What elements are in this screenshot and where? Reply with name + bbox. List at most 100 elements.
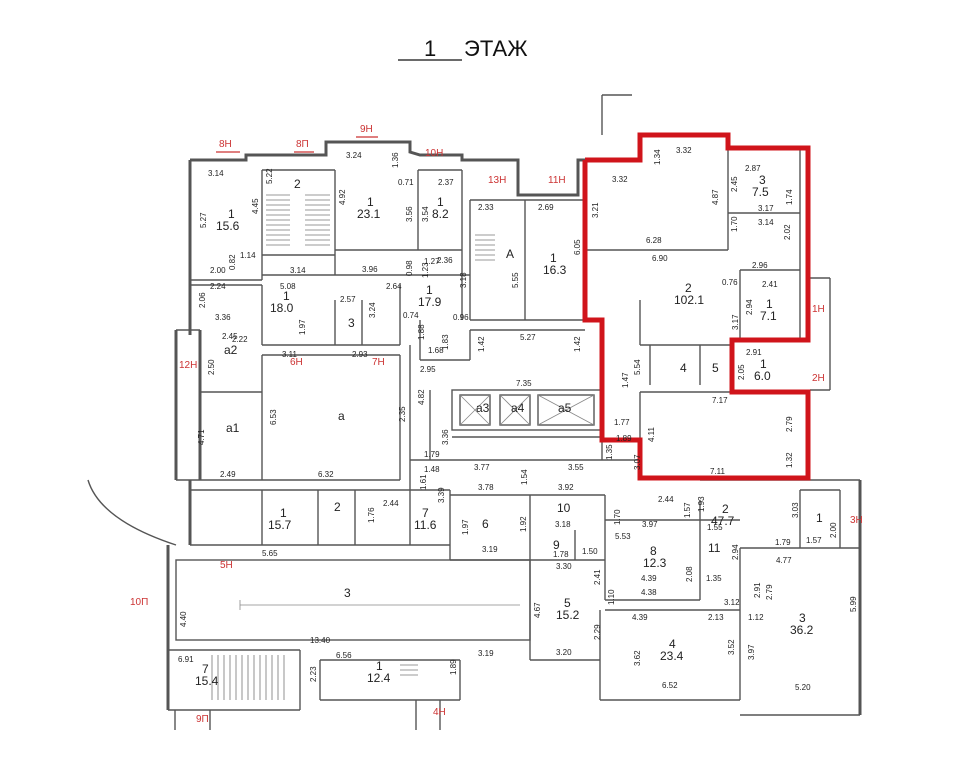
dimension: 4.71 xyxy=(197,429,206,445)
room-number: 1 xyxy=(760,357,767,371)
room-area: 15.6 xyxy=(216,219,240,233)
dimension: 2.37 xyxy=(438,178,454,187)
dimension: 4.39 xyxy=(632,613,648,622)
dimension: 3.30 xyxy=(556,562,572,571)
dimension: 5.54 xyxy=(633,359,642,375)
dimension: 1.42 xyxy=(573,336,582,352)
room-number: 5 xyxy=(564,596,571,610)
room-number: 2 xyxy=(722,502,729,516)
room-number: 4 xyxy=(680,361,687,375)
dimension: 4.40 xyxy=(179,611,188,627)
dimension: 1.89 xyxy=(449,659,458,675)
room-number: 3 xyxy=(759,173,766,187)
dimension: 3.21 xyxy=(591,202,600,218)
stairs xyxy=(211,194,495,700)
dimension: 1.61 xyxy=(419,474,428,490)
dimension: 4.67 xyxy=(533,602,542,618)
dimension: 2.96 xyxy=(752,261,768,270)
elevators xyxy=(459,394,595,426)
dimension: 3.78 xyxy=(478,483,494,492)
dimension: 3.36 xyxy=(215,313,231,322)
room-labels: 1 15.6 2 1 23.1 1 8.2 A 1 16.3 1 18.0 3 … xyxy=(195,173,823,688)
room-area: 18.0 xyxy=(270,301,294,315)
dimension: 1.74 xyxy=(785,189,794,205)
dimension: 6.28 xyxy=(646,236,662,245)
dimension: 6.05 xyxy=(573,239,582,255)
room-number: 5 xyxy=(712,361,719,375)
dimension: 1.14 xyxy=(240,251,256,260)
room-number: 1 xyxy=(367,195,374,209)
tag-4n: 4Н xyxy=(433,707,446,718)
dimension: 1.34 xyxy=(653,149,662,165)
dimension: 1.57 xyxy=(806,536,822,545)
room-area: 102.1 xyxy=(674,293,704,307)
dimension: 3.52 xyxy=(727,639,736,655)
dimension: 2.94 xyxy=(745,299,754,315)
dimension: 2.22 xyxy=(232,335,248,344)
dimension: 2.45 xyxy=(730,176,739,192)
room-number: a1 xyxy=(226,421,240,435)
dimension: 6.53 xyxy=(269,409,278,425)
tag-10n: 10Н xyxy=(425,148,443,159)
highlighted-premise-outline xyxy=(582,132,811,481)
room-area: 15.4 xyxy=(195,674,219,688)
room-number: 2 xyxy=(685,281,692,295)
dimension: 3.96 xyxy=(362,265,378,274)
tag-2n: 2Н xyxy=(812,373,825,384)
dimension: 2.87 xyxy=(745,164,761,173)
dimension: 1.76 xyxy=(367,507,376,523)
dimension: 2.08 xyxy=(685,566,694,582)
dimension: 2.33 xyxy=(478,203,494,212)
dimension: 1.70 xyxy=(730,216,739,232)
tag-12n: 12Н xyxy=(179,360,197,371)
room-area: 15.2 xyxy=(556,608,580,622)
room-number: 1 xyxy=(550,251,557,265)
dimension: 1.35 xyxy=(605,444,614,460)
dimension: 3.97 xyxy=(747,644,756,660)
tag-13n: 13Н xyxy=(488,175,506,186)
dimension: 1.50 xyxy=(582,547,598,556)
dimension: 5.27 xyxy=(199,212,208,228)
dimension: 0.74 xyxy=(403,311,419,320)
dimension: 3.62 xyxy=(633,650,642,666)
dimension: 1.32 xyxy=(785,452,794,468)
dimension: 0.71 xyxy=(398,178,414,187)
dimension: 2.91 xyxy=(746,348,762,357)
dimension: 2.91 xyxy=(753,582,762,598)
room-number: 1 xyxy=(766,297,773,311)
dimension: 6.90 xyxy=(652,254,668,263)
dimension: 6.91 xyxy=(178,655,194,664)
dimension: 1.42 xyxy=(477,336,486,352)
tag-10p: 10П xyxy=(130,597,148,608)
room-number: 1 xyxy=(426,283,433,297)
dimension: 2.44 xyxy=(658,495,674,504)
tag-8p: 8П xyxy=(296,139,309,150)
dimension: 1.79 xyxy=(424,450,440,459)
dimension: 3.14 xyxy=(208,169,224,178)
dimension: 2.49 xyxy=(220,470,236,479)
dimension: 2.44 xyxy=(383,499,399,508)
room-number: a5 xyxy=(558,401,572,415)
dimension: 5.27 xyxy=(520,333,536,342)
dimension: 3.20 xyxy=(556,648,572,657)
room-number: 2 xyxy=(334,500,341,514)
dimension: 3.77 xyxy=(474,463,490,472)
dimension: 3.03 xyxy=(791,502,800,518)
dimension: 3.11 xyxy=(282,350,298,359)
dimension: 2.64 xyxy=(386,282,402,291)
dimension: 6.32 xyxy=(318,470,334,479)
dimension: 2.79 xyxy=(765,584,774,600)
dimension: 3.14 xyxy=(290,266,306,275)
tag-6n: 6Н xyxy=(290,357,303,368)
dimension: 3.97 xyxy=(642,520,658,529)
room-area: 23.4 xyxy=(660,649,684,663)
floor-title: 1 ЭТАЖ xyxy=(398,36,528,61)
dimension: 2.13 xyxy=(708,613,724,622)
room-number: 1 xyxy=(816,511,823,525)
room-area: 16.3 xyxy=(543,263,567,277)
dimension: 2.69 xyxy=(538,203,554,212)
room-number: 1 xyxy=(376,659,383,673)
dimension: 2.02 xyxy=(783,224,792,240)
tag-7n: 7Н xyxy=(372,357,385,368)
dimension: 1.92 xyxy=(519,516,528,532)
